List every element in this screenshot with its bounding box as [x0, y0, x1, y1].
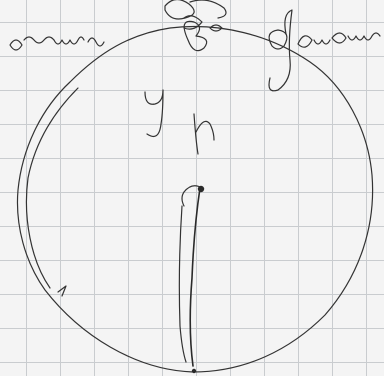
hand-drawn-circle [17, 27, 372, 372]
handwritten-center-label [145, 90, 214, 154]
radius-line [179, 186, 204, 373]
handwritten-word-top-center [165, 0, 226, 51]
edge-point [192, 369, 196, 373]
center-point [198, 186, 204, 192]
handwritten-word-top-right [269, 10, 380, 91]
handwritten-word-top-left [10, 37, 104, 50]
